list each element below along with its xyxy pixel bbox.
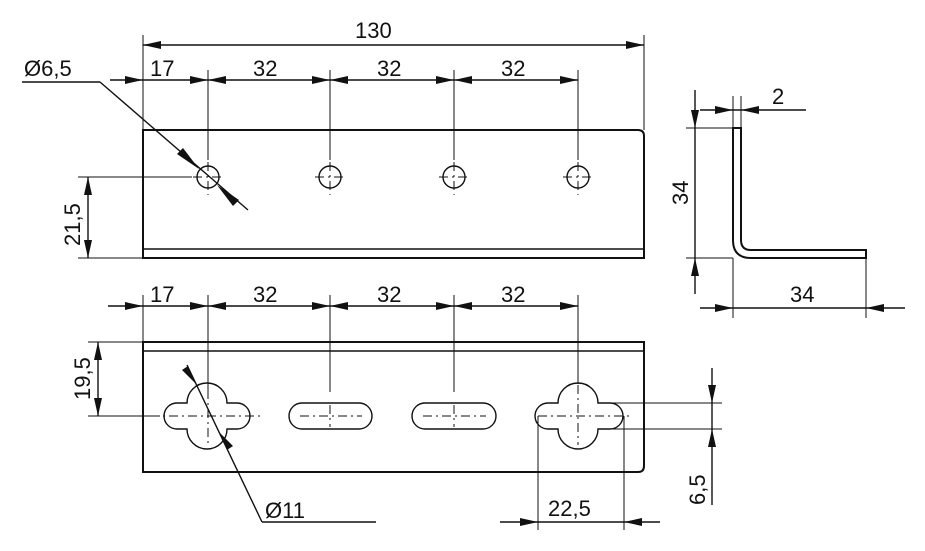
- bottom-plate-outline: [142, 341, 645, 473]
- dimension-slot-pitch-2: 32: [377, 282, 401, 307]
- oblong-slot: [411, 402, 497, 430]
- top-view: 130 17 32 32 32 Ø6,5 21,5: [22, 18, 645, 259]
- side-view: 2 34 34: [668, 84, 905, 318]
- dimension-edge-offset: 17: [150, 282, 174, 307]
- dimension-width: 34: [790, 282, 814, 307]
- leader-line-hole-diameter: [99, 81, 249, 211]
- dimension-hole-pitch-3: 32: [501, 56, 525, 81]
- dimension-hole-height: 21,5: [60, 203, 85, 246]
- dimension-hole-pitch-1: 32: [253, 56, 277, 81]
- dimension-thickness: 2: [772, 84, 784, 109]
- dimension-slot-width: 6,5: [685, 474, 710, 505]
- dimension-hole-pitch-2: 32: [377, 56, 401, 81]
- dimension-keyhole-length: 22,5: [548, 496, 591, 521]
- dimension-edge-offset: 17: [150, 56, 174, 81]
- dimension-slot-pitch-1: 32: [253, 282, 277, 307]
- round-hole: [439, 162, 470, 195]
- dimension-keyhole-diameter: Ø11: [265, 498, 305, 523]
- dimension-slot-pitch-3: 32: [501, 282, 525, 307]
- round-hole: [193, 162, 223, 195]
- oblong-slot: [288, 402, 373, 430]
- dimension-keyhole-offset: 19,5: [70, 357, 95, 400]
- dimension-hole-diameter: Ø6,5: [24, 56, 72, 81]
- bottom-view: 17 32 32 32 19,5 Ø11 22,5 6,5: [70, 282, 722, 530]
- keyhole-slot: [534, 382, 624, 450]
- round-hole: [563, 162, 594, 195]
- keyhole-slot: [163, 382, 251, 450]
- round-hole: [315, 162, 346, 195]
- dimension-height: 34: [668, 181, 693, 205]
- top-plate-outline: [142, 129, 645, 259]
- side-profile-outline: [732, 127, 867, 259]
- dimension-overall-length: 130: [355, 18, 392, 43]
